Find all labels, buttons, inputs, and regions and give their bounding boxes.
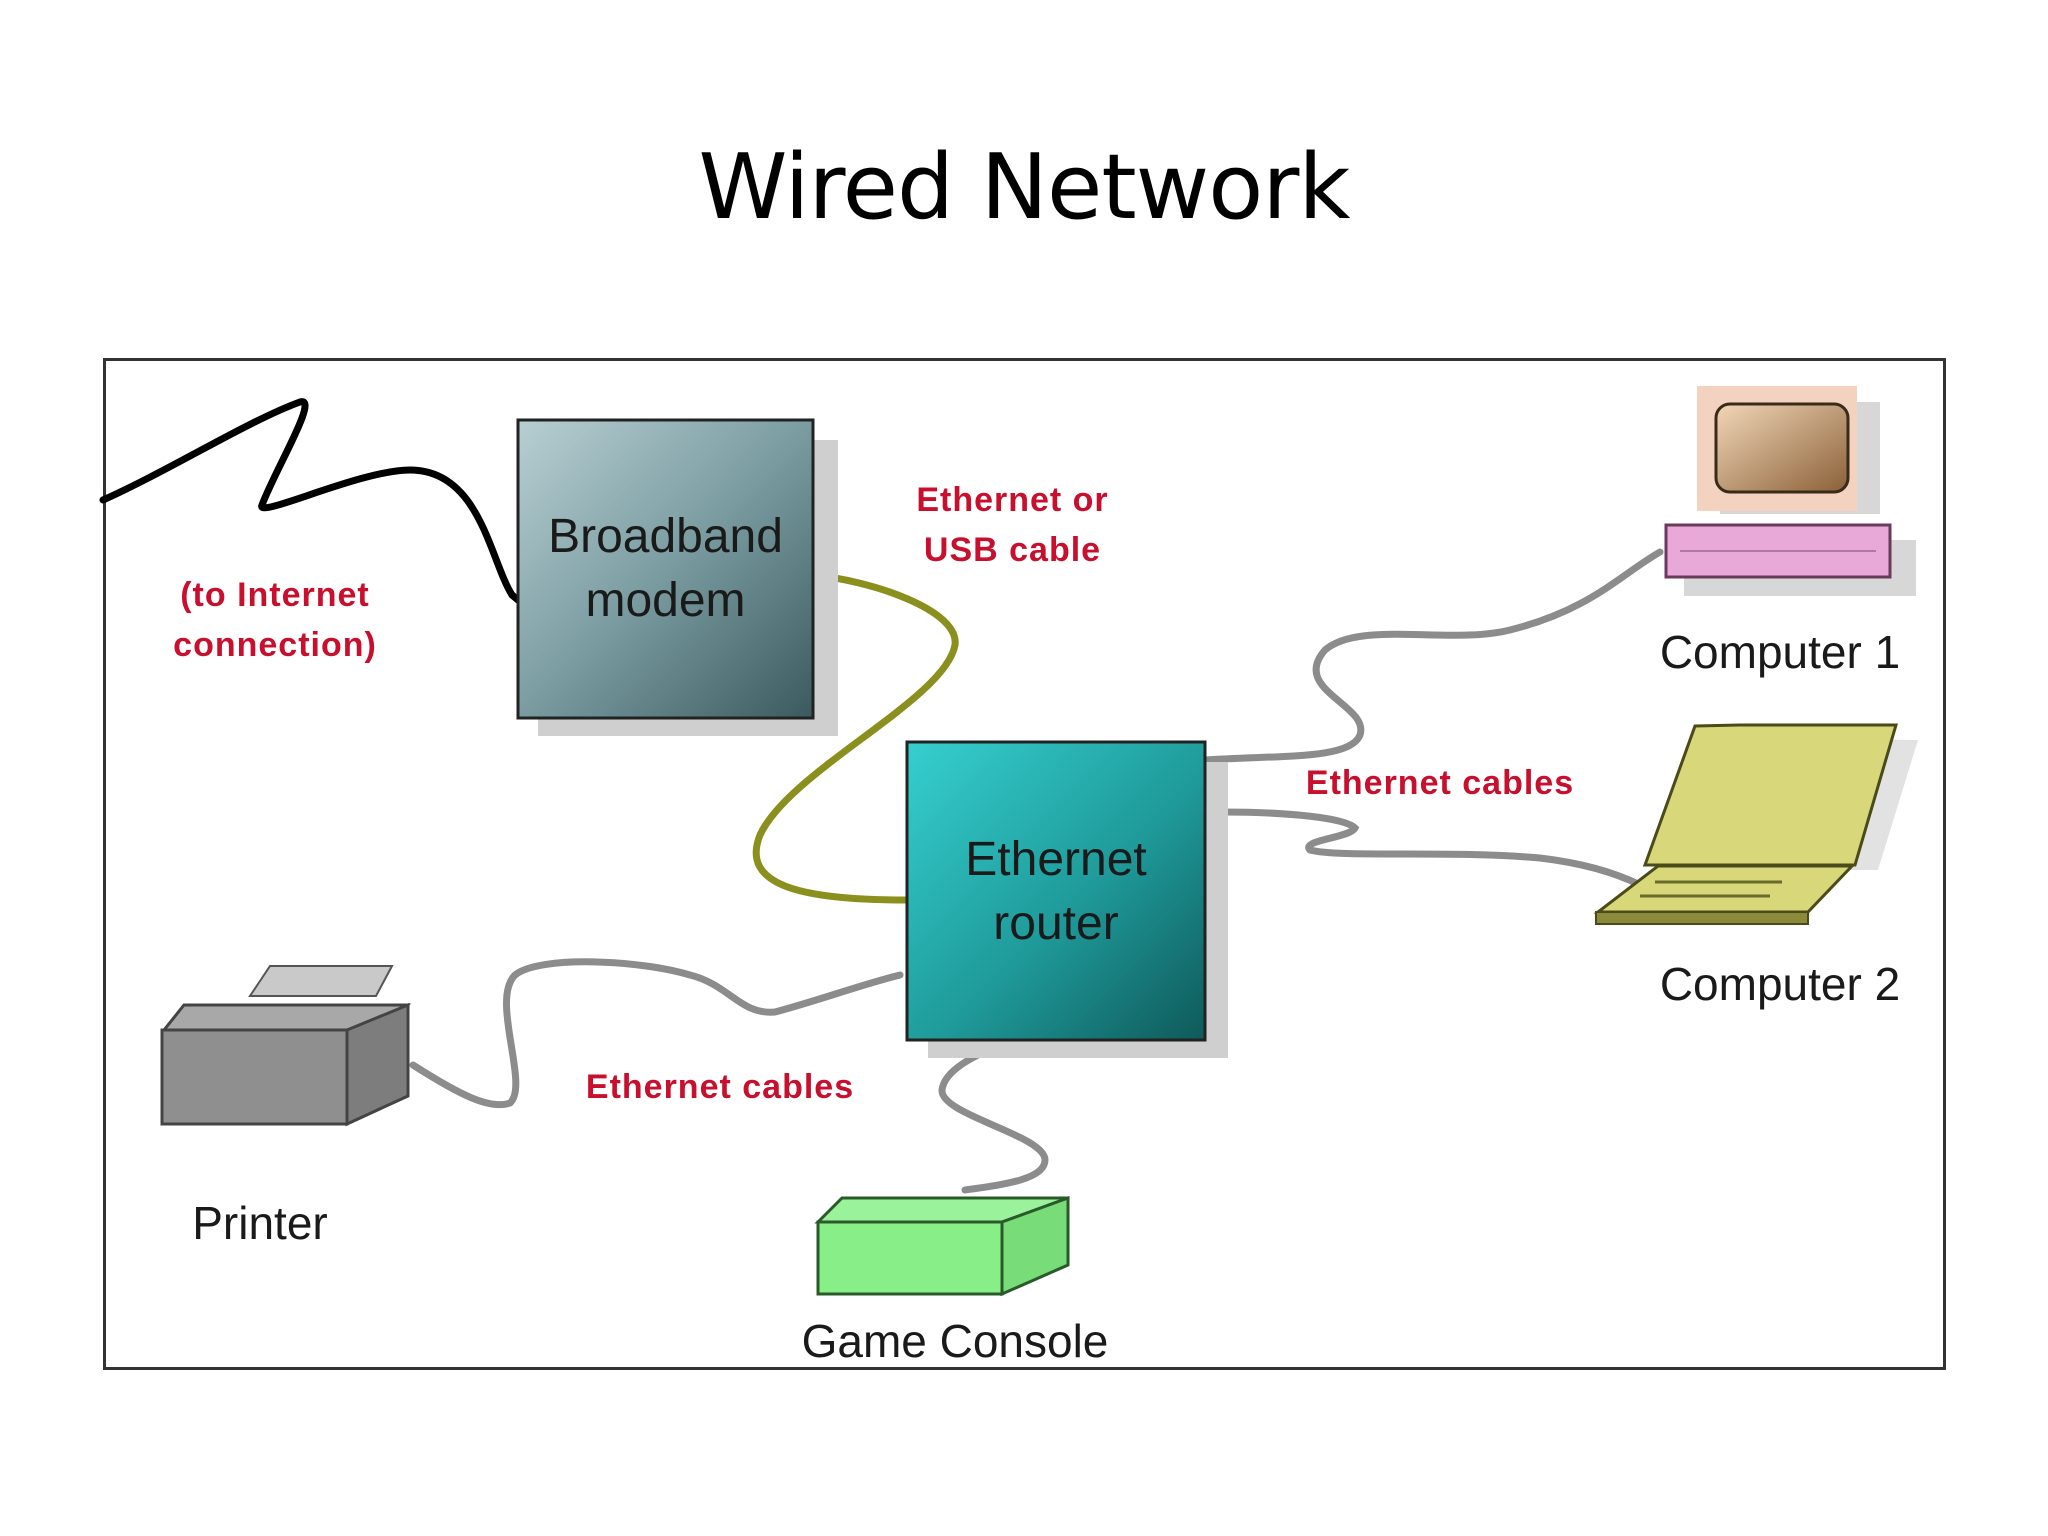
internet-label-line1: (to Internet — [180, 576, 370, 614]
modem-router-cable-label: Ethernet or USB cable — [880, 475, 1145, 575]
internet-label-line2: connection) — [173, 626, 377, 664]
cable-router-console — [938, 1033, 1049, 1194]
game-console-icon — [814, 1195, 1070, 1297]
computer2-laptop-icon — [1593, 723, 1918, 925]
computer1-label: Computer 1 — [1659, 626, 1901, 678]
slide-title: Wired Network — [698, 135, 1351, 240]
cable-router-printer — [409, 958, 904, 1109]
router-label-line2: router — [993, 897, 1119, 950]
ethernet-router — [905, 740, 1228, 1058]
ethernet-cables-label-right: Ethernet cables — [1305, 764, 1575, 802]
modem-label-line2: modem — [585, 574, 746, 627]
internet-connection-label: (to Internet connection) — [150, 570, 400, 670]
printer-label: Printer — [192, 1197, 328, 1249]
modem-router-label-line2: USB cable — [923, 531, 1102, 569]
router-label-line1: Ethernet — [965, 833, 1147, 886]
computer2-label: Computer 2 — [1659, 958, 1901, 1010]
modem-label-line1: Broadband — [548, 510, 783, 563]
modem-label: Broadband modem — [518, 505, 813, 633]
modem-router-label-line1: Ethernet or — [916, 481, 1109, 519]
broadband-modem — [516, 418, 838, 736]
printer-icon — [160, 965, 411, 1127]
router-label: Ethernet router — [907, 828, 1205, 956]
game-console-label: Game Console — [801, 1315, 1109, 1367]
internet-cable — [99, 398, 522, 604]
usb-cable — [752, 571, 959, 904]
cable-router-computer1 — [1201, 548, 1664, 764]
cable-router-computer2 — [1218, 808, 1644, 889]
ethernet-cables-label-bottom: Ethernet cables — [585, 1068, 855, 1106]
computer1-icon — [1664, 386, 1916, 596]
